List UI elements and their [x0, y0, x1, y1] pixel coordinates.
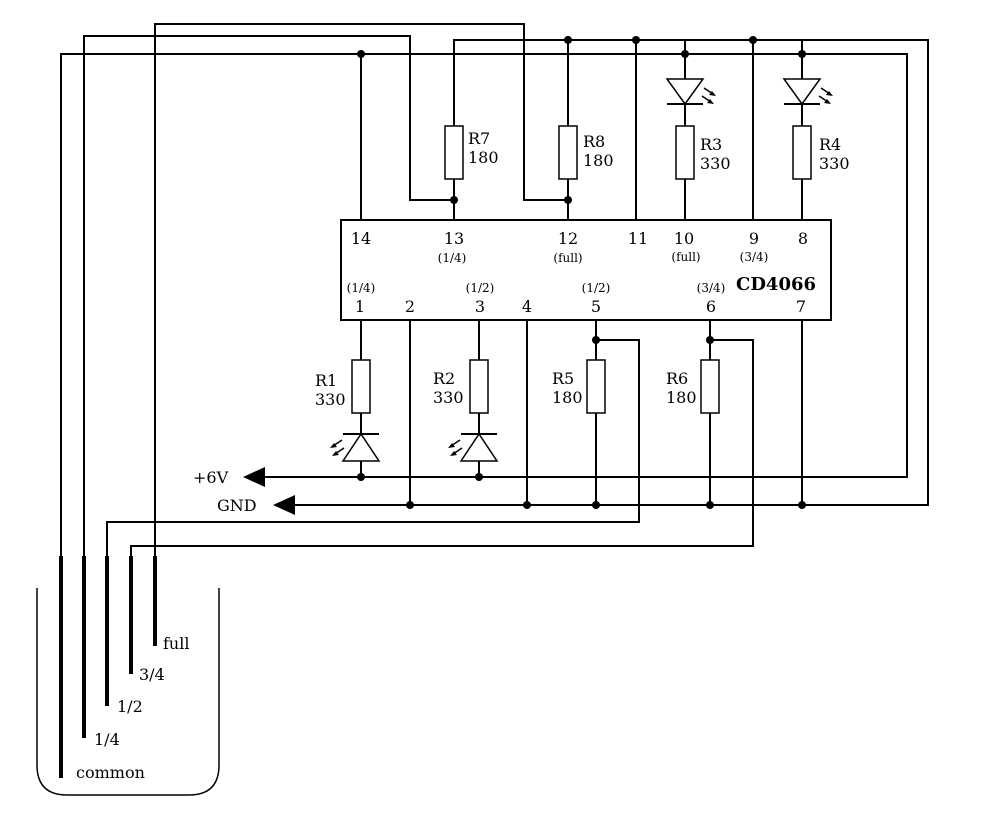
svg-text:14: 14	[351, 229, 371, 248]
svg-text:9: 9	[749, 229, 759, 248]
svg-text:R1: R1	[315, 371, 337, 390]
svg-text:180: 180	[552, 388, 583, 407]
svg-text:R7: R7	[468, 129, 490, 148]
svg-text:common: common	[76, 763, 145, 782]
svg-text:180: 180	[468, 148, 499, 167]
led-three-quarter-icon	[782, 78, 833, 106]
svg-text:13: 13	[444, 229, 464, 248]
svg-text:330: 330	[819, 154, 850, 173]
probe-wires	[60, 23, 908, 560]
resistor-r5: R5 180	[552, 359, 606, 414]
svg-text:R6: R6	[666, 369, 688, 388]
svg-text:R8: R8	[583, 132, 605, 151]
svg-text:330: 330	[433, 388, 464, 407]
svg-text:2: 2	[405, 297, 415, 316]
svg-text:180: 180	[666, 388, 697, 407]
resistor-r4: R4 330	[792, 125, 850, 180]
svg-text:R2: R2	[433, 369, 455, 388]
cd4066-chip: CD4066 14 13 (1/4) 12 (full) 11 10 (full…	[340, 219, 832, 321]
svg-text:330: 330	[315, 390, 346, 409]
svg-text:3: 3	[475, 297, 485, 316]
svg-text:CD4066: CD4066	[736, 274, 816, 295]
svg-text:(3/4): (3/4)	[697, 281, 726, 295]
svg-text:+6V: +6V	[193, 468, 229, 487]
svg-text:180: 180	[583, 151, 614, 170]
svg-text:GND: GND	[217, 496, 257, 515]
svg-text:1: 1	[355, 297, 365, 316]
svg-text:8: 8	[798, 229, 808, 248]
probes: full 3/4 1/2 1/4 common	[59, 556, 189, 782]
svg-text:(1/4): (1/4)	[347, 281, 376, 295]
resistor-r3: R3 330	[675, 125, 731, 180]
svg-text:(3/4): (3/4)	[740, 250, 769, 264]
svg-text:12: 12	[558, 229, 578, 248]
bottom-wires	[357, 320, 806, 509]
vplus-terminal: +6V	[193, 467, 265, 487]
svg-text:11: 11	[628, 229, 648, 248]
led-quarter-icon	[330, 432, 381, 462]
svg-text:1/2: 1/2	[117, 697, 143, 716]
top-rail	[290, 36, 929, 506]
svg-text:10: 10	[674, 229, 694, 248]
svg-text:3/4: 3/4	[139, 665, 165, 684]
water-tank	[36, 588, 220, 796]
resistor-r1: R1 330	[315, 359, 371, 414]
svg-text:(full): (full)	[553, 251, 582, 265]
svg-text:(1/4): (1/4)	[438, 251, 467, 265]
resistor-r6: R6 180	[666, 359, 720, 414]
gnd-terminal: GND	[217, 495, 295, 515]
svg-text:full: full	[163, 634, 189, 653]
svg-text:330: 330	[700, 154, 731, 173]
svg-text:6: 6	[706, 297, 716, 316]
svg-text:1/4: 1/4	[94, 730, 120, 749]
svg-text:R3: R3	[700, 135, 722, 154]
svg-text:7: 7	[796, 297, 806, 316]
svg-text:R5: R5	[552, 369, 574, 388]
resistor-r7: R7 180	[444, 125, 499, 180]
svg-text:4: 4	[522, 297, 532, 316]
resistor-r2: R2 330	[433, 359, 489, 414]
led-full-icon	[665, 78, 716, 106]
svg-text:5: 5	[591, 297, 601, 316]
svg-text:(1/2): (1/2)	[582, 281, 611, 295]
svg-text:(1/2): (1/2)	[466, 281, 495, 295]
svg-text:R4: R4	[819, 135, 841, 154]
resistor-r8: R8 180	[558, 125, 614, 180]
svg-text:(full): (full)	[671, 250, 700, 264]
led-half-icon	[448, 432, 499, 462]
